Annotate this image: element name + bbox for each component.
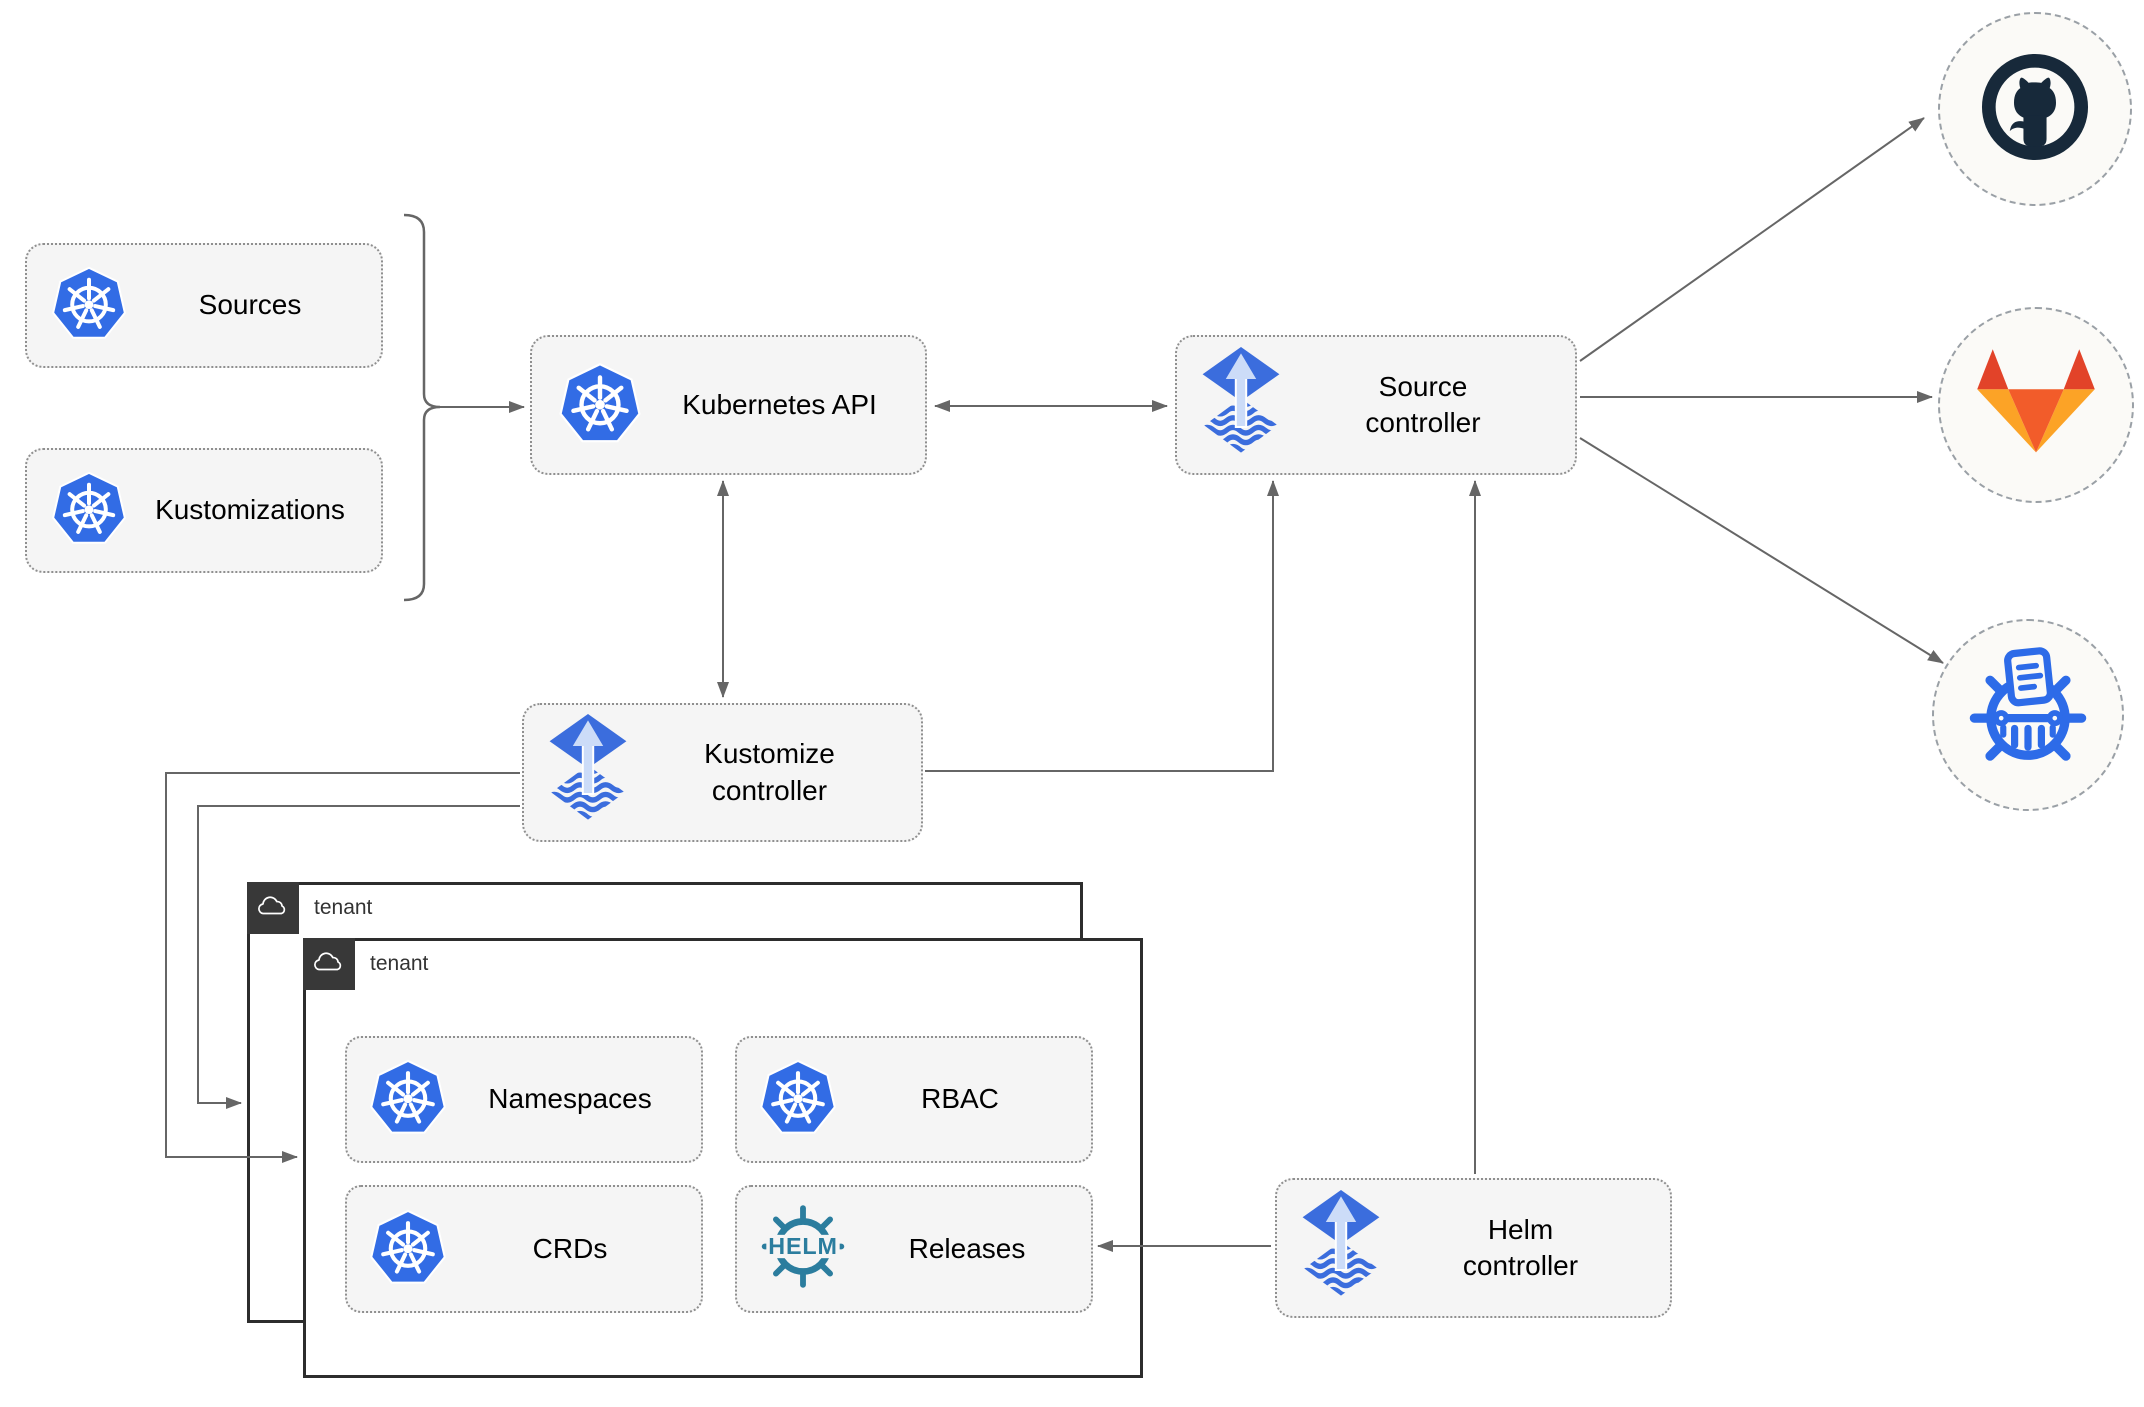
provider-chartmuseum <box>1932 619 2124 811</box>
kubernetes-icon <box>49 468 129 553</box>
kubernetes-icon <box>556 359 644 452</box>
chartmuseum-icon <box>1961 646 2095 785</box>
node-label: Kustomizations <box>155 494 345 526</box>
gitlab-icon <box>1975 347 2097 463</box>
tenant-group-front: tenant Namespaces RBAC CRDs Releases <box>303 938 1143 1378</box>
node-kustomizations: Kustomizations <box>25 448 383 573</box>
provider-gitlab <box>1938 307 2134 503</box>
tenant-label: tenant <box>370 952 429 975</box>
node-label: Sources <box>198 289 302 321</box>
node-releases: Releases <box>735 1185 1093 1313</box>
node-crds: CRDs <box>345 1185 703 1313</box>
brace-sources-kustomizations <box>403 213 441 602</box>
node-label: Helm controller <box>1462 1213 1579 1281</box>
arrow-source-to-github <box>1579 117 1925 362</box>
kubernetes-icon <box>757 1056 839 1143</box>
node-namespaces: Namespaces <box>345 1036 703 1163</box>
arrow-kustomize-to-source-controller <box>925 480 1279 772</box>
node-label: CRDs <box>532 1232 608 1264</box>
tenant-label: tenant <box>314 896 373 919</box>
helm-icon <box>753 1203 853 1295</box>
node-helm-controller: Helm controller <box>1275 1178 1672 1318</box>
node-label: Kubernetes API <box>682 388 877 420</box>
arrow-source-to-chartmuseum <box>1579 437 1944 664</box>
node-label: Source controller <box>1365 370 1481 438</box>
node-kubernetes-api: Kubernetes API <box>530 335 927 475</box>
flux-icon <box>1201 347 1281 464</box>
cloud-icon <box>256 893 290 924</box>
node-source-controller: Source controller <box>1175 335 1577 475</box>
kubernetes-icon <box>49 263 129 348</box>
provider-github <box>1938 12 2132 206</box>
node-label: Kustomize controller <box>704 738 835 806</box>
node-label: Releases <box>908 1232 1026 1264</box>
cloud-icon <box>312 949 346 980</box>
flux-icon <box>548 714 628 831</box>
kubernetes-icon <box>367 1056 449 1143</box>
tenant-badge <box>247 882 299 934</box>
node-label: RBAC <box>921 1083 999 1115</box>
node-rbac: RBAC <box>735 1036 1093 1163</box>
github-icon <box>1972 44 2098 175</box>
node-kustomize-controller: Kustomize controller <box>522 703 923 842</box>
kubernetes-icon <box>367 1206 449 1293</box>
tenant-badge <box>303 938 355 990</box>
node-label: Namespaces <box>488 1083 652 1115</box>
node-sources: Sources <box>25 243 383 368</box>
flux-icon <box>1301 1190 1381 1307</box>
